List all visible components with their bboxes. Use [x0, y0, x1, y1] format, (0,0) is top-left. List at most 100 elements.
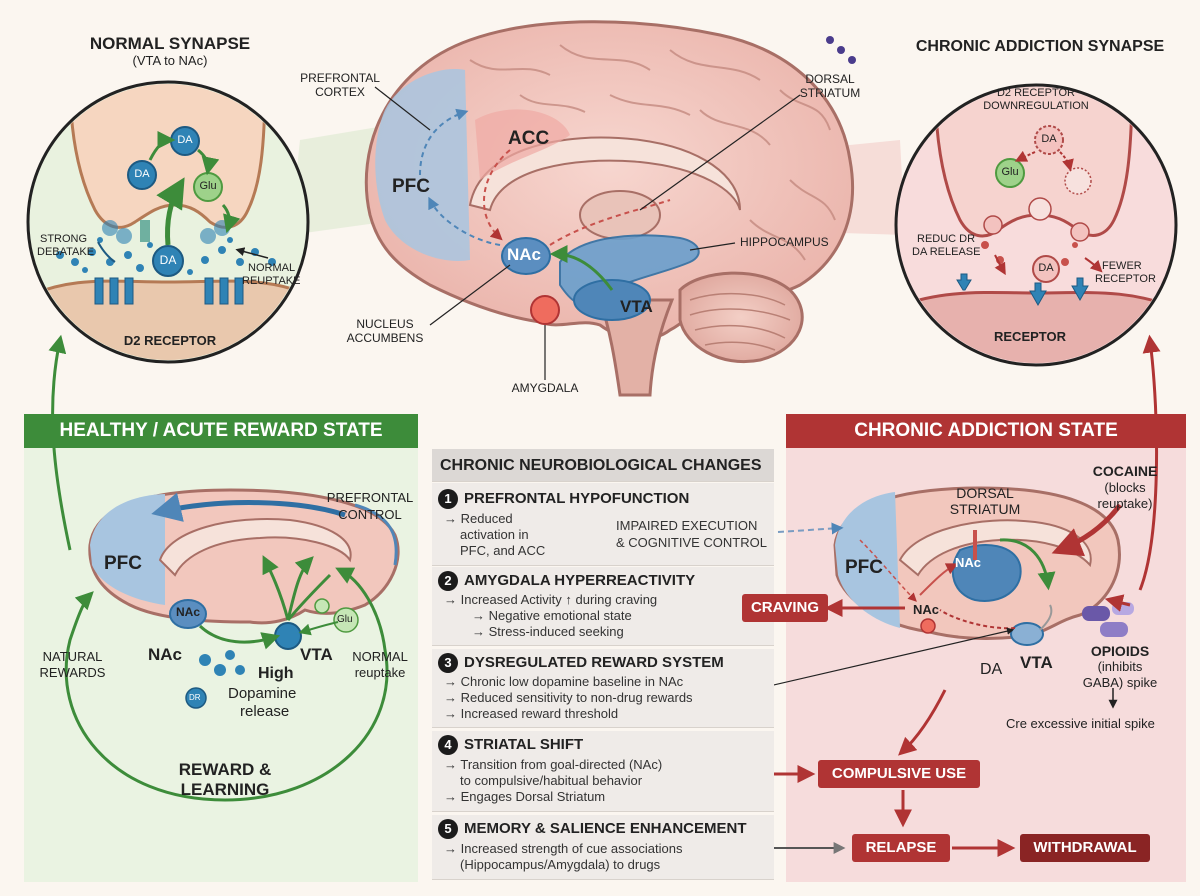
natural-rewards-label: REWARDS — [39, 665, 106, 680]
healthy-nac-inner-label: NAc — [176, 605, 201, 619]
normal-reuptake-label: NORMAL — [248, 262, 296, 274]
opioids-note: (inhibits — [1097, 659, 1143, 674]
acc-label: ACC — [508, 128, 550, 149]
healthy-nac-label: NAc — [148, 645, 183, 664]
changes-header: CHRONIC NEUROBIOLOGICAL CHANGES — [432, 449, 774, 482]
receptor-label: RECEPTOR — [994, 329, 1066, 344]
step-number: 2 — [438, 571, 458, 591]
chronic-synapse-title: CHRONIC ADDICTION SYNAPSE — [915, 38, 1165, 55]
dopamine-release-label: release — [240, 703, 290, 720]
reduced-release-label: DA RELEASE — [912, 246, 981, 258]
change-title: MEMORY & SALIENCE ENHANCEMENT — [464, 819, 747, 837]
chronic-dorsal-striatum-label: DORSAL — [956, 485, 1014, 501]
arrow-reward-to-vta — [751, 627, 1015, 691]
change-line: → Transition from goal-directed (NAc) — [444, 757, 663, 772]
d2-receptor-label: D2 RECEPTOR — [123, 333, 217, 348]
drug-molecules — [826, 36, 856, 64]
withdrawal-pill: WITHDRAWAL — [1020, 834, 1150, 862]
normal-reuptake-label: NORMAL — [352, 649, 408, 664]
change-title: DYSREGULATED REWARD SYSTEM — [464, 653, 724, 671]
fewer-receptor-label: FEWER — [1102, 260, 1142, 272]
chronic-state-banner: CHRONIC ADDICTION STATE — [786, 414, 1186, 448]
change-line: → Increased reward threshold — [444, 706, 619, 721]
glu-molecule-label: Glu — [199, 180, 217, 192]
step-number: 3 — [438, 653, 458, 673]
chronic-nac-lower-label: NAc — [913, 602, 940, 617]
da-molecule-label: DA — [134, 168, 150, 180]
chronic-synapse — [894, 83, 1178, 367]
reduced-release-label: REDUC DR — [917, 233, 976, 245]
strong-uptake-label: STRONG — [40, 233, 88, 245]
change-line: → Reduced sensitivity to non-drug reward… — [444, 690, 693, 705]
step-number: 4 — [438, 735, 458, 755]
chronic-da-label: DA — [980, 661, 1003, 678]
change-side-note: IMPAIRED EXECUTION — [616, 518, 758, 533]
nucleus-accumbens-label: NUCLEUS — [356, 317, 414, 331]
dorsal-striatum-label: DORSAL — [805, 72, 855, 86]
change-line: → Chronic low dopamine baseline in NAc — [444, 674, 684, 689]
change-title: PREFRONTAL HYPOFUNCTION — [464, 489, 690, 507]
chronic-brain — [833, 334, 1161, 709]
craving-pill: CRAVING — [742, 594, 828, 622]
downregulation-label: D2 RECEPTOR — [996, 87, 1076, 99]
cocaine-note: reuptake) — [1097, 496, 1153, 511]
chronic-vta-label: VTA — [1020, 653, 1053, 672]
nucleus-accumbens-label: ACCUMBENS — [346, 331, 424, 345]
change-item-4: 4 STRIATAL SHIFT → Transition from goal-d… — [432, 731, 774, 812]
change-line: → Engages Dorsal Striatum — [444, 789, 606, 804]
vta-label: VTA — [620, 297, 653, 316]
fewer-receptor-label: RECEPTOR — [1095, 273, 1156, 285]
normal-synapse-subtitle: (VTA to NAc) — [132, 53, 208, 68]
change-line: → Increased Activity ↑ during craving — [444, 592, 658, 607]
brain-sagittal — [364, 20, 855, 397]
prefrontal-cortex-label: CORTEX — [315, 85, 365, 99]
compulsive-use-pill: COMPULSIVE USE — [818, 760, 980, 788]
change-line: → Stress-induced seeking — [472, 624, 624, 639]
reward-learning-label: LEARNING — [180, 780, 270, 799]
change-line: PFC, and ACC — [460, 543, 546, 558]
prefrontal-control-label: PREFRONTAL — [326, 490, 414, 505]
dopamine-release-label: Dopamine — [228, 685, 297, 702]
healthy-dr-label: DR — [189, 693, 201, 702]
change-line: → Negative emotional state — [472, 608, 632, 623]
change-title: STRIATAL SHIFT — [464, 735, 584, 753]
prefrontal-cortex-label: PREFRONTAL — [300, 71, 380, 85]
opioids-label: OPIOIDS — [1090, 643, 1150, 659]
step-number: 5 — [438, 819, 458, 839]
change-line: (Hippocampus/Amygdala) to drugs — [460, 857, 661, 872]
da-molecule-label: DA — [1038, 262, 1054, 274]
da-molecule-label: DA — [177, 134, 193, 146]
da-molecule-label: DA — [1041, 133, 1057, 145]
healthy-vta-label: VTA — [300, 645, 333, 664]
downregulation-label: DOWNREGULATION — [983, 100, 1089, 112]
normal-reuptake-label: REUPTAKE — [242, 275, 301, 287]
nac-label: NAc — [507, 245, 542, 264]
arrow-to-compulsive — [898, 689, 947, 756]
chronic-nac-upper-label: NAc — [955, 555, 982, 570]
high-label: High — [258, 665, 294, 682]
amygdala-label: AMYGDALA — [511, 381, 579, 395]
strong-uptake-label: DEBATAKE — [37, 246, 95, 258]
chronic-dorsal-striatum-label: STRIATUM — [949, 501, 1021, 517]
change-line: activation in — [460, 527, 529, 542]
healthy-glu-label: Glu — [337, 614, 353, 625]
opioids-note: GABA) spike — [1082, 675, 1158, 690]
change-line: → Reduced — [444, 511, 513, 526]
change-line: to compulsive/habitual behavior — [460, 773, 643, 788]
spike-note: Cre excessive initial spike — [1006, 716, 1155, 731]
glu-molecule-label: Glu — [1001, 166, 1019, 178]
natural-rewards-label: NATURAL — [42, 649, 103, 664]
pfc-label: PFC — [392, 176, 430, 197]
dorsal-striatum-label: STRIATUM — [799, 86, 861, 100]
normal-reuptake-label: reuptake — [354, 665, 406, 680]
change-line: → Increased strength of cue associations — [444, 841, 683, 856]
healthy-state-banner: HEALTHY / ACUTE REWARD STATE — [24, 414, 418, 448]
healthy-brain — [48, 334, 400, 802]
relapse-pill: RELAPSE — [852, 834, 950, 862]
arrow-impaired-to-pfc — [777, 522, 844, 535]
hippocampus-label: HIPPOCAMPUS — [740, 235, 829, 249]
